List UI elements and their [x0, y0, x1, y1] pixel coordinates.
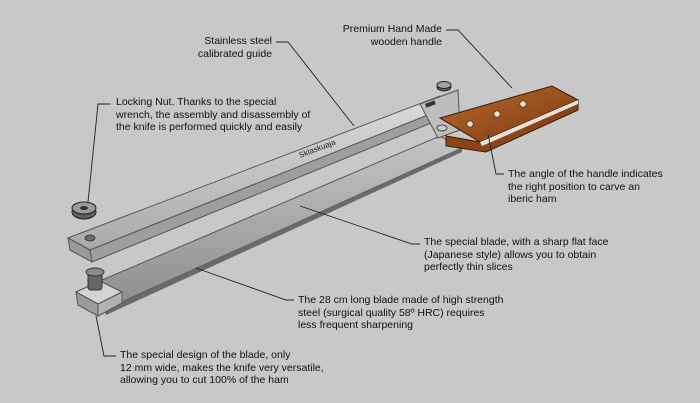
leader-flat-face: [299, 205, 420, 245]
leader-nut: [87, 103, 110, 203]
guide-hole: [84, 234, 96, 242]
blade-edge: [104, 148, 462, 315]
callout-blade-length: The 28 cm long blade made of high streng…: [298, 294, 504, 331]
leader-angle: [487, 133, 504, 175]
callout-guide: Stainless steel calibrated guide: [197, 35, 272, 60]
handle-bolt: [436, 124, 448, 132]
calibrated-guide: Sklaskuaja: [66, 89, 461, 263]
leader-guide: [276, 41, 355, 127]
blade-clamp: [74, 267, 124, 317]
leader-length: [195, 267, 294, 301]
leader-lines: [87, 29, 513, 357]
rear-nut-top: [436, 81, 452, 89]
callout-handle-angle: The angle of the handle indicates the ri…: [508, 168, 663, 205]
handle-rivet-1: [466, 120, 474, 128]
clamp-nut: [85, 267, 105, 277]
handle-bolster: [480, 100, 578, 146]
callout-locking-nut: Locking Nut. Thanks to the special wrenc…: [116, 96, 311, 133]
leader-handle: [446, 29, 513, 89]
callout-handle: Premium Hand Made wooden handle: [342, 23, 442, 48]
clamp-side: [97, 291, 123, 317]
leader-width: [95, 315, 116, 357]
nut-hole: [80, 206, 88, 210]
guide-slot: [425, 100, 436, 108]
callout-flat-face: The special blade, with a sharp flat fac…: [424, 236, 609, 273]
locking-nut: [71, 201, 97, 220]
handle-rivet-2: [493, 110, 501, 118]
callout-blade-width: The special design of the blade, only 12…: [120, 349, 324, 386]
handle-rivet-3: [519, 100, 527, 108]
rear-nut: [436, 81, 452, 92]
wooden-handle: [436, 85, 580, 153]
